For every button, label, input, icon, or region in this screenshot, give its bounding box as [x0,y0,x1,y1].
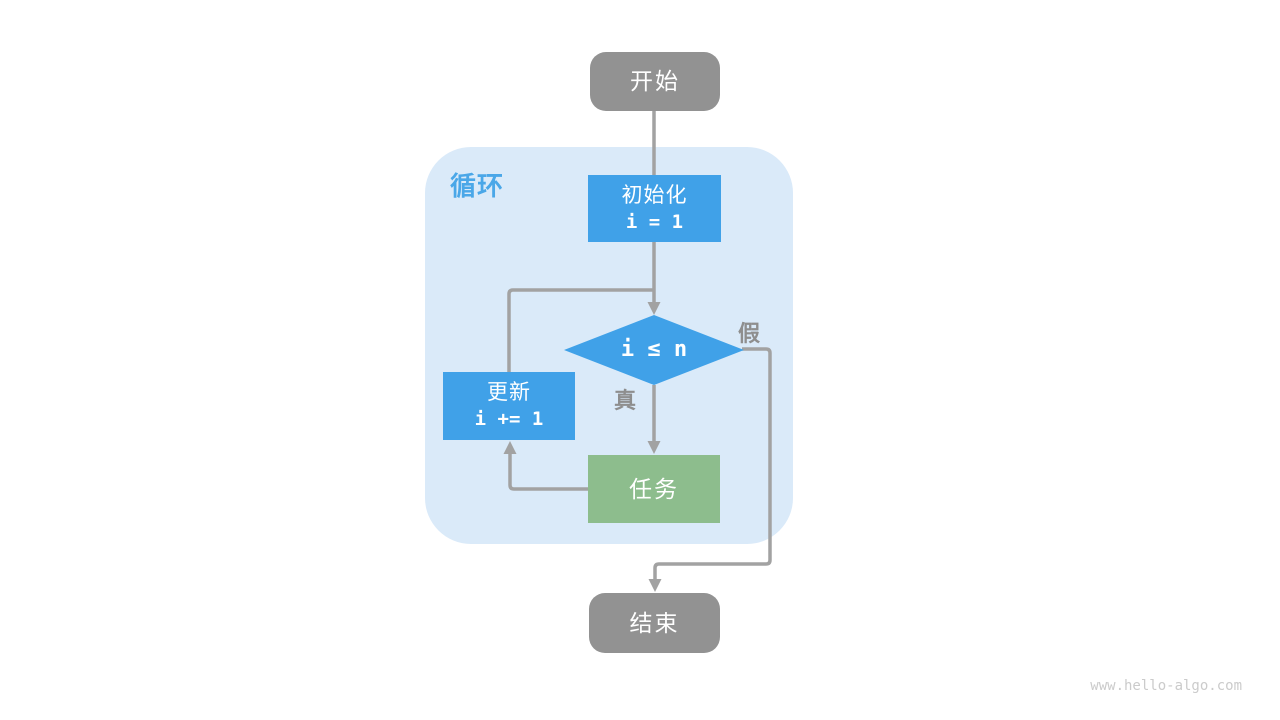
end-node-label: 结束 [629,609,680,636]
false-branch-label: 假 [738,321,761,346]
task-node-label: 任务 [629,475,679,502]
update-node-code: i += 1 [474,408,544,431]
update-node: 更新 i += 1 [443,372,575,440]
init-node: 初始化 i = 1 [588,175,721,242]
edge-condition-false-to-end [653,347,772,580]
edge-task-to-update [508,454,588,491]
loop-group-label: 循环 [450,171,505,201]
condition-node-label: i ≤ n [620,337,688,363]
update-node-label: 更新 [487,381,531,404]
true-branch-label: 真 [614,388,637,413]
arrowhead-into-condition [647,302,661,315]
start-node-label: 开始 [630,68,680,95]
arrowhead-into-update [503,441,517,454]
watermark-text: www.hello-algo.com [1090,678,1242,694]
task-node: 任务 [588,455,720,523]
start-node: 开始 [590,52,720,111]
init-node-code: i = 1 [625,210,684,233]
arrowhead-into-end [648,579,662,592]
end-node: 结束 [589,593,720,653]
init-node-label: 初始化 [621,183,688,207]
edge-update-to-mainline [507,288,654,372]
arrowhead-into-task [647,441,661,454]
